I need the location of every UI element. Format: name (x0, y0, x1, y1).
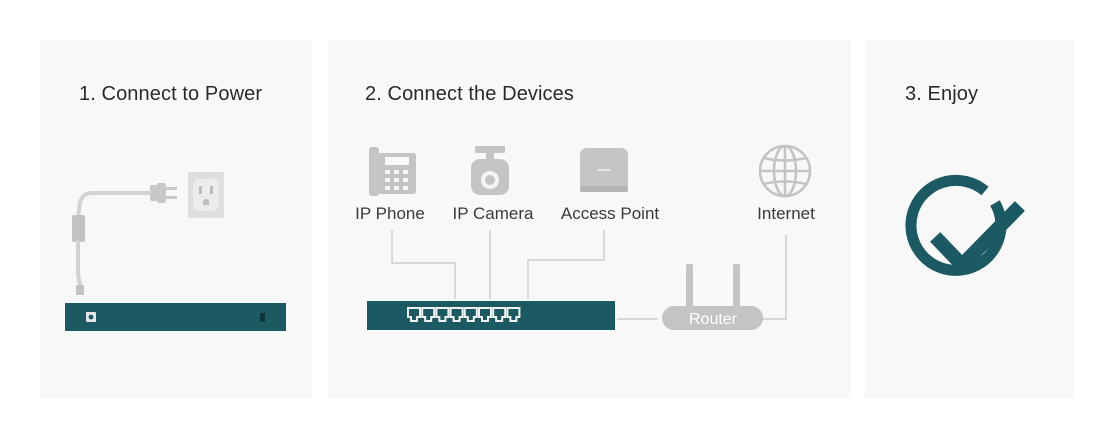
access-point-icon (580, 148, 628, 192)
router-label: Router (689, 311, 738, 328)
ethernet-port (506, 307, 521, 322)
switch-ports (407, 307, 521, 322)
switch-front-panel (367, 301, 615, 330)
ip-camera-label: IP Camera (453, 204, 534, 223)
power-adapter (72, 215, 85, 242)
ethernet-port (421, 307, 436, 322)
ethernet-port (449, 307, 464, 322)
ethernet-port (435, 307, 450, 322)
ip-phone-icon (369, 147, 416, 196)
router-icon (662, 264, 763, 330)
switch-rear-panel (65, 303, 286, 331)
step-2-title: 2. Connect the Devices (365, 83, 574, 105)
globe-icon (758, 144, 812, 198)
wall-outlet-icon (188, 172, 224, 218)
step-1-panel: 1. Connect to Power (40, 40, 312, 398)
checkmark-circle-icon (905, 174, 1025, 276)
ethernet-port (463, 307, 478, 322)
ethernet-port (492, 307, 507, 322)
power-illustration (65, 172, 286, 331)
step-3-title: 3. Enjoy (905, 83, 979, 105)
step-2-panel: 2. Connect the Devices IP Phone (328, 40, 851, 398)
ethernet-port (478, 307, 492, 322)
step-3-panel: 3. Enjoy (865, 40, 1074, 398)
internet-label: Internet (757, 204, 815, 223)
enjoy-illustration (905, 174, 1025, 276)
ip-camera-icon (471, 146, 509, 195)
ethernet-port (407, 307, 421, 322)
ip-phone-label: IP Phone (355, 204, 425, 223)
power-plug-icon (150, 183, 177, 203)
step-1-title: 1. Connect to Power (79, 83, 263, 105)
access-point-label: Access Point (561, 204, 660, 223)
devices-illustration: IP Phone IP Camera Access Point Internet (355, 144, 815, 330)
